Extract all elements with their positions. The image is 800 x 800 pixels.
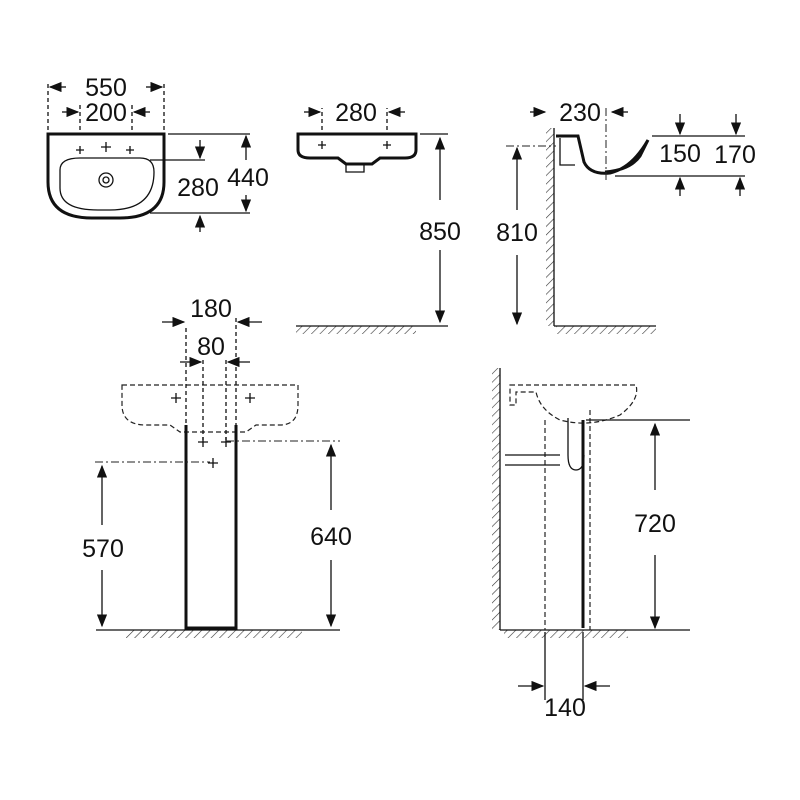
front-width-label: 280 [335, 99, 377, 127]
projection-label: 230 [559, 99, 601, 127]
bowl-depth-label: 280 [177, 174, 219, 202]
top-view-basin [46, 81, 252, 232]
pedestal-side-view [492, 368, 690, 700]
supply-height-label: 570 [82, 535, 124, 563]
pedestal-depth-label: 140 [544, 694, 586, 722]
basin-width-label: 550 [85, 74, 127, 102]
mount-height-label: 810 [496, 219, 538, 247]
basin-depth-label: 440 [227, 164, 269, 192]
pedestal-height-label: 720 [634, 510, 676, 538]
side-view-basin [506, 106, 746, 334]
inner-width-label: 80 [197, 333, 225, 361]
bowl-height-label: 150 [659, 140, 701, 168]
total-height-label: 170 [714, 141, 756, 169]
tap-spacing-label: 200 [85, 99, 127, 127]
waste-height-label: 640 [310, 523, 352, 551]
pedestal-width-label: 180 [190, 295, 232, 323]
pedestal-front-view [95, 316, 340, 638]
front-view-basin [296, 106, 448, 334]
front-height-label: 850 [419, 218, 461, 246]
